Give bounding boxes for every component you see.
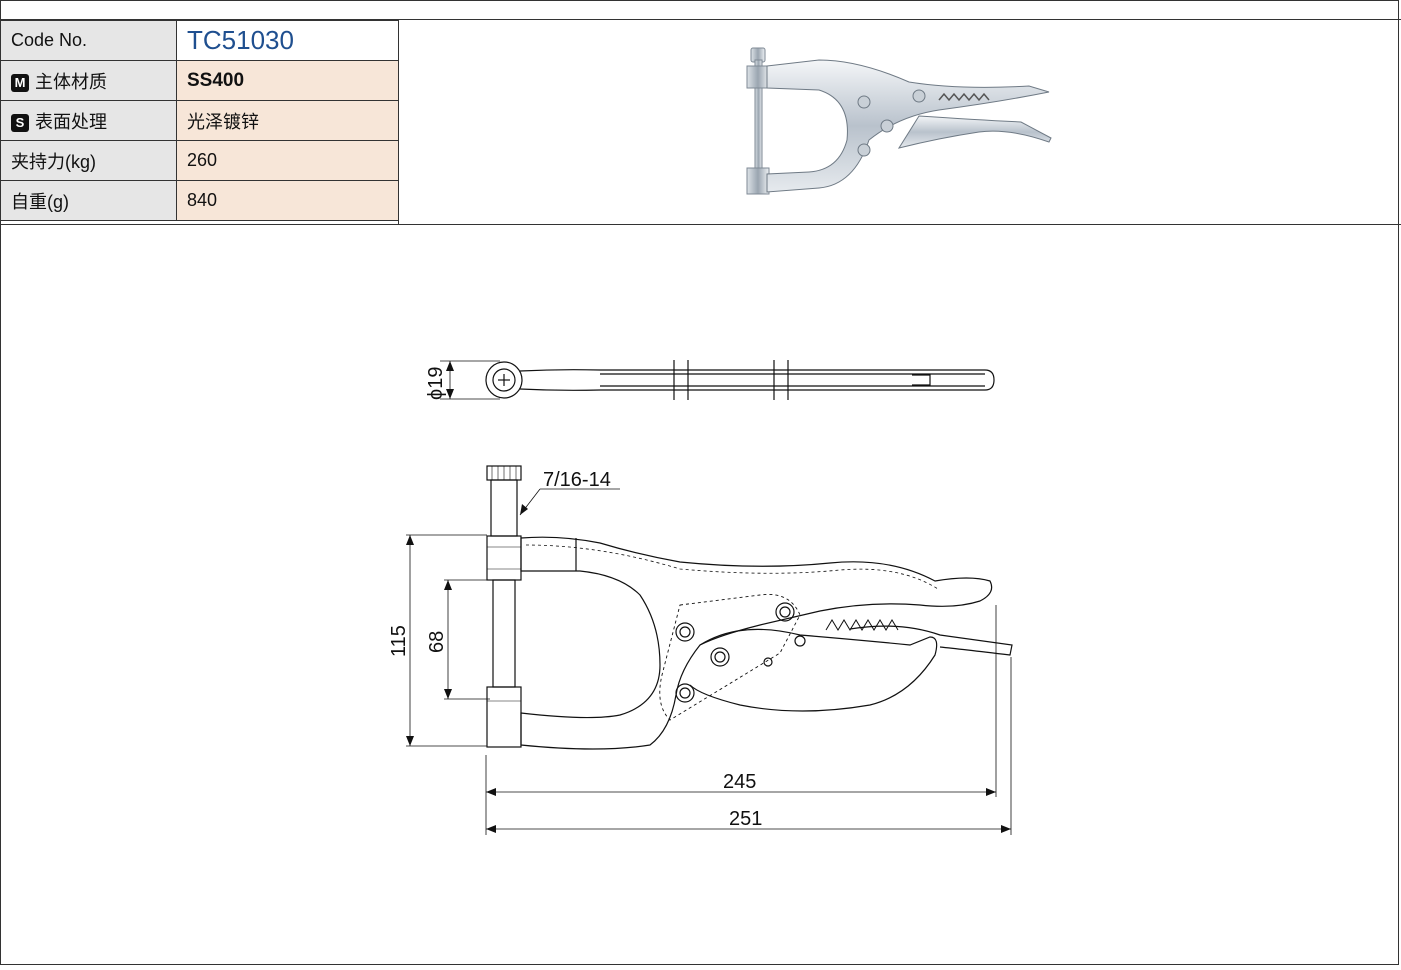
spec-value-code: TC51030 (176, 20, 399, 61)
spec-value-force: 260 (176, 140, 399, 181)
dim-thread: 7/16-14 (543, 469, 611, 491)
dim-length-245: 245 (723, 771, 756, 793)
rivet (675, 683, 695, 703)
dim-height-outer: 115 (388, 625, 410, 657)
top-rule (0, 19, 1401, 20)
technical-drawing: ϕ19 7/16-14 115 68 245 251 (0, 225, 1401, 965)
lower-handle (689, 628, 938, 712)
spec-label: Code No. (0, 20, 177, 61)
spec-value-weight: 840 (176, 180, 399, 221)
clamp-frame (520, 536, 993, 750)
release-lever (849, 625, 1013, 656)
dim-height-inner: 68 (426, 631, 448, 653)
spec-row-weight: 自重(g) 840 (0, 180, 399, 221)
top-view-pivot (485, 361, 523, 399)
rivet (763, 657, 773, 667)
spec-value-material: SS400 (176, 60, 399, 101)
drawing-canvas: ϕ19 7/16-14 115 68 245 251 (388, 360, 1013, 835)
screw-rod (492, 579, 516, 688)
rivet (794, 635, 806, 647)
top-view-handle (519, 369, 995, 391)
surface-badge-icon: S (11, 113, 29, 132)
rivet (775, 602, 795, 622)
material-badge-icon: M (11, 73, 29, 92)
dim-diameter: ϕ19 (425, 367, 447, 400)
rivet (710, 647, 730, 667)
spec-label: 自重(g) (0, 180, 177, 221)
plier-clamp-photo-icon (746, 47, 1052, 195)
spec-row-code: Code No. TC51030 (0, 20, 399, 61)
rivet (675, 622, 695, 642)
screw-nut-top (486, 535, 522, 581)
product-photo-cell (398, 20, 1401, 225)
spec-value-surface: 光泽镀锌 (176, 100, 399, 141)
dim-length-251: 251 (729, 808, 762, 830)
spec-row-force: 夹持力(kg) 260 (0, 140, 399, 181)
screw-nut-bottom (486, 686, 522, 748)
spring (825, 619, 899, 631)
spec-label: 夹持力(kg) (0, 140, 177, 181)
screw-shank (490, 479, 518, 537)
section-rule (0, 224, 1401, 225)
